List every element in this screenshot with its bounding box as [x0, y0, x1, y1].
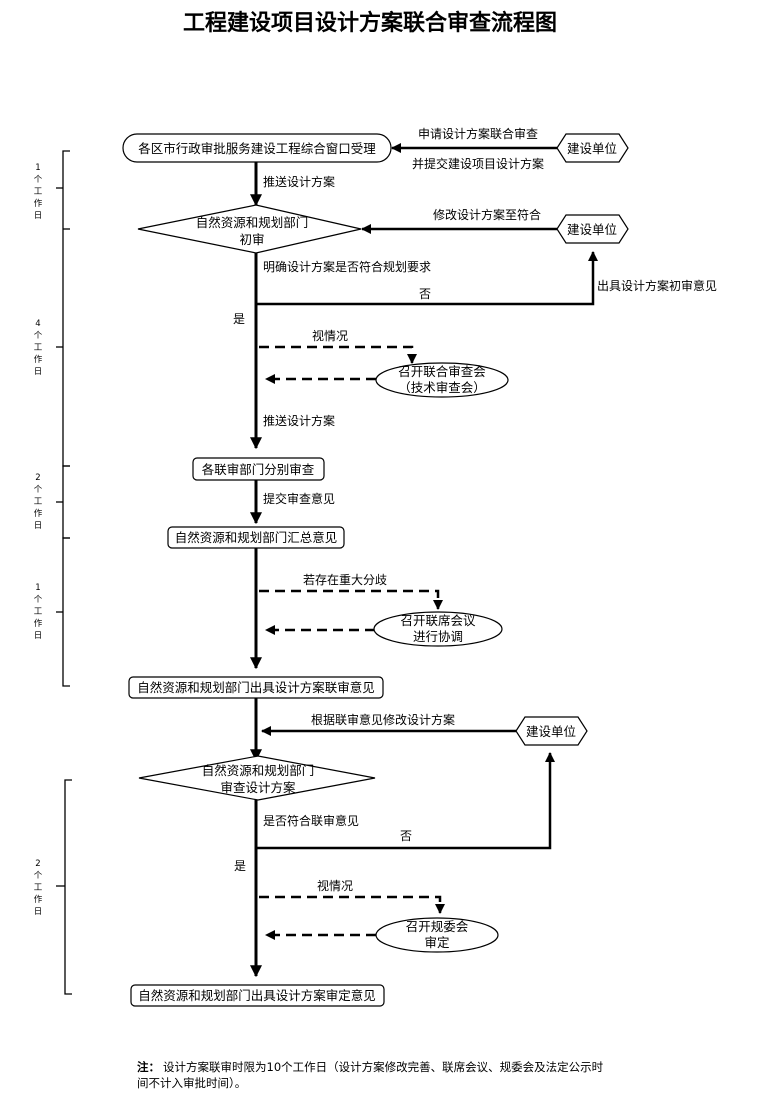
- arrow-if-major: [259, 589, 443, 610]
- node-builder-1: 建设单位: [556, 133, 629, 163]
- timeline-label-1: 1 个 工 作 日: [34, 163, 43, 221]
- timeline-days: 1: [35, 163, 40, 173]
- node-joint-opinion: 自然资源和规划部门出具设计方案联审意见: [128, 676, 384, 699]
- label-as-needed-1: 视情况: [312, 328, 348, 343]
- timeline-unit: 工: [34, 883, 43, 893]
- timeline-label-3: 2 个 工 作 日: [34, 473, 43, 531]
- node-coord-meeting: 召开联席会议 进行协调: [373, 611, 503, 647]
- page-title: 工程建设项目设计方案联合审查流程图: [183, 10, 557, 36]
- timeline-unit: 日: [34, 907, 43, 917]
- footnote-line-2: 间不计入审批时间）。: [137, 1076, 246, 1090]
- node-review-2: 自然资源和规划部门 审查设计方案: [138, 755, 376, 801]
- node-builder-2-label: 建设单位: [567, 222, 617, 237]
- timeline-unit: 日: [34, 631, 43, 641]
- timeline-bracket-3: [62, 537, 70, 687]
- node-coord-meeting-label-2: 进行协调: [413, 629, 463, 644]
- label-yes-2: 是: [234, 859, 246, 873]
- node-joint-meeting-label-1: 召开联合审查会: [398, 364, 486, 379]
- node-builder-2: 建设单位: [556, 214, 629, 244]
- node-coord-meeting-label-1: 召开联席会议: [400, 613, 476, 628]
- timeline-unit: 作: [34, 508, 43, 519]
- timeline-unit: 工: [34, 187, 43, 197]
- timeline-label-4: 1 个 工 作 日: [34, 583, 43, 641]
- arrow-no-branch-1: [256, 251, 598, 306]
- node-review-2-label-2: 审查设计方案: [220, 780, 296, 795]
- timeline-bracket-2: [62, 465, 70, 539]
- timeline-unit: 个: [34, 485, 43, 495]
- arrow-as-needed-1: [259, 345, 417, 364]
- timeline-days: 2: [35, 473, 40, 483]
- label-as-needed-2: 视情况: [317, 878, 353, 893]
- label-no-1: 否: [419, 287, 431, 301]
- timeline-unit: 作: [34, 198, 43, 209]
- timeline-label-5: 2 个 工 作 日: [34, 859, 43, 917]
- node-review-1-label-1: 自然资源和规划部门: [196, 215, 309, 230]
- footnote-line-1: 设计方案联审时限为10个工作日（设计方案修改完善、联席会议、规委会及法定公示时: [163, 1060, 604, 1074]
- label-no-2: 否: [400, 829, 412, 843]
- node-joint-opinion-label: 自然资源和规划部门出具设计方案联审意见: [137, 680, 375, 695]
- node-planning-meeting-label-1: 召开规委会: [406, 919, 469, 934]
- label-issue-initial: 出具设计方案初审意见: [597, 278, 717, 293]
- label-push-2: 推送设计方案: [263, 413, 335, 428]
- timeline-unit: 工: [34, 343, 43, 353]
- node-summary-label: 自然资源和规划部门汇总意见: [175, 530, 338, 545]
- timeline-unit: 个: [34, 331, 43, 341]
- label-revise: 修改设计方案至符合: [433, 207, 541, 222]
- edge-labels: 申请设计方案联合审查 并提交建设项目设计方案 推送设计方案 修改设计方案至符合 …: [233, 126, 717, 893]
- timeline-days: 1: [35, 583, 40, 593]
- node-planning-meeting-label-2: 审定: [424, 935, 449, 950]
- label-yes-1: 是: [233, 312, 245, 326]
- timeline-days: 4: [35, 319, 40, 329]
- connectors: [250, 143, 598, 978]
- node-joint-meeting-label-2: （技术审查会）: [398, 380, 486, 395]
- node-builder-1-label: 建设单位: [567, 141, 617, 156]
- timeline-label-2: 4 个 工 作 日: [34, 319, 43, 377]
- timeline-unit: 日: [34, 367, 43, 377]
- timeline-unit: 个: [34, 871, 43, 881]
- label-apply-1: 申请设计方案联合审查: [418, 126, 538, 141]
- label-apply-2: 并提交建设项目设计方案: [412, 156, 544, 171]
- arrow-as-needed-2: [259, 895, 445, 914]
- timeline-unit: 作: [34, 618, 43, 629]
- timeline-unit: 工: [34, 607, 43, 617]
- label-check-conform: 是否符合联审意见: [263, 813, 359, 828]
- timeline-unit: 个: [34, 175, 43, 185]
- label-if-major: 若存在重大分歧: [303, 573, 387, 587]
- timeline-days: 2: [35, 859, 40, 869]
- timeline-labels: 1 个 工 作 日 4 个 工 作 日 2 个 工 作 日 1 个 工 作 日: [34, 163, 43, 917]
- dashed-connectors: [259, 345, 445, 940]
- label-push-1: 推送设计方案: [263, 174, 335, 189]
- node-window: 各区市行政审批服务建设工程综合窗口受理: [122, 133, 392, 163]
- node-builder-3: 建设单位: [515, 716, 588, 746]
- label-check-plan: 明确设计方案是否符合规划要求: [263, 259, 431, 274]
- node-dept-review: 各联审部门分别审查: [192, 457, 325, 481]
- node-final-opinion: 自然资源和规划部门出具设计方案审定意见: [130, 984, 385, 1007]
- timeline-bracket-1: [62, 150, 70, 467]
- timeline: [56, 150, 72, 995]
- timeline-unit: 日: [34, 521, 43, 531]
- label-revise-by-opinion: 根据联审意见修改设计方案: [311, 712, 455, 727]
- node-review-1: 自然资源和规划部门 初审: [137, 204, 362, 254]
- node-builder-3-label: 建设单位: [526, 724, 576, 739]
- node-dept-review-label: 各联审部门分别审查: [202, 462, 315, 477]
- node-window-label: 各区市行政审批服务建设工程综合窗口受理: [138, 141, 376, 156]
- footnote: 注： 设计方案联审时限为10个工作日（设计方案修改完善、联席会议、规委会及法定公…: [137, 1060, 604, 1090]
- node-review-2-label-1: 自然资源和规划部门: [202, 763, 315, 778]
- timeline-bracket-4: [64, 779, 72, 995]
- footnote-prefix: 注：: [137, 1060, 160, 1074]
- node-joint-meeting: 召开联合审查会 （技术审查会）: [375, 362, 509, 398]
- node-review-1-label-2: 初审: [239, 232, 264, 247]
- node-summary: 自然资源和规划部门汇总意见: [167, 526, 345, 549]
- timeline-unit: 作: [34, 894, 43, 905]
- arrow-no-branch-2: [256, 752, 555, 850]
- label-submit-opinion: 提交审查意见: [263, 491, 335, 506]
- timeline-unit: 日: [34, 211, 43, 221]
- timeline-unit: 个: [34, 595, 43, 605]
- timeline-unit: 工: [34, 497, 43, 507]
- timeline-unit: 作: [34, 354, 43, 365]
- node-final-opinion-label: 自然资源和规划部门出具设计方案审定意见: [138, 988, 376, 1003]
- node-planning-meeting: 召开规委会 审定: [375, 917, 499, 953]
